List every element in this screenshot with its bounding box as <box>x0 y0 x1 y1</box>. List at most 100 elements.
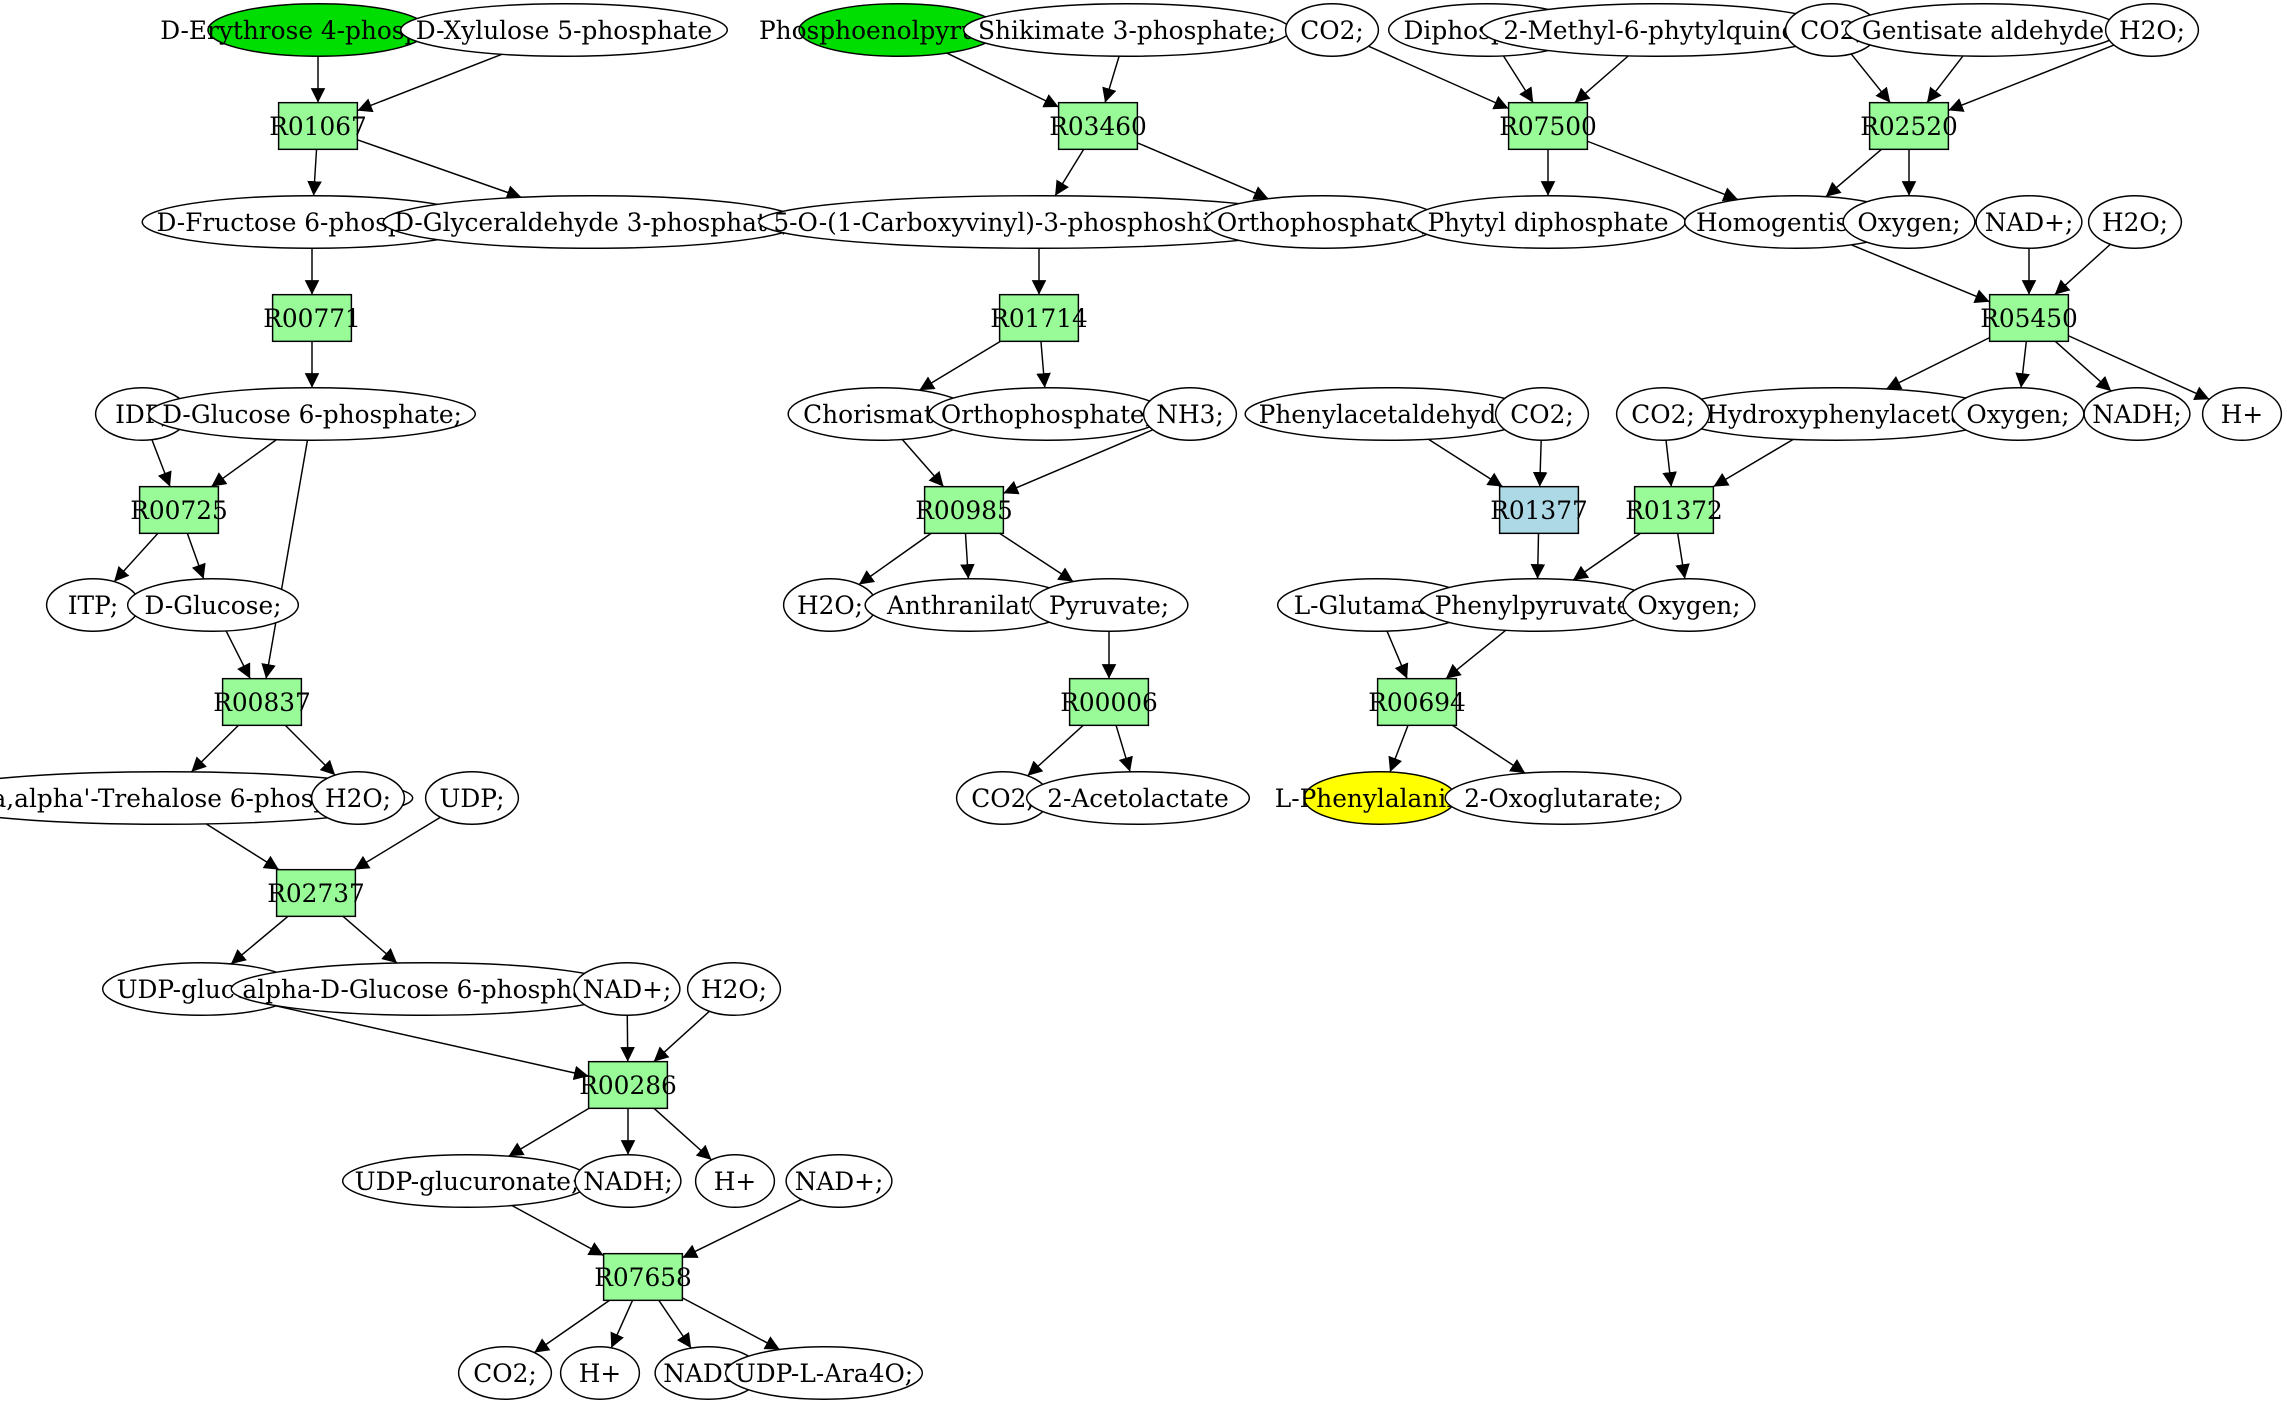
compound-label: Gentisate aldehyde <box>1862 16 2104 45</box>
compound-node-c-anth: Anthranilate; <box>864 578 1076 632</box>
compound-label: Oxygen; <box>1857 208 1960 237</box>
compound-node-c-o2-a: Oxygen; <box>1842 195 1976 249</box>
reaction-box <box>1633 485 1715 535</box>
reaction-label: R01377 <box>1490 496 1588 525</box>
edge-c-paald-to-r01377 <box>1428 438 1503 488</box>
compound-node-c-ppyr: Phenylpyruvate; <box>1418 578 1656 632</box>
edge-r01372-to-c-ppyr <box>1572 532 1641 581</box>
reaction-label: R00006 <box>1060 688 1158 717</box>
compound-label: H+ <box>714 1167 756 1196</box>
compound-ellipse <box>694 1154 776 1208</box>
edge-c-chor-to-r00985 <box>901 438 945 488</box>
compound-label: UDP-L-Ara4O; <box>735 1359 913 1388</box>
compound-node-c-co2-f: CO2; <box>1615 387 1711 441</box>
compound-label: CO2; <box>473 1359 536 1388</box>
edge-r07658-to-c-co2-a <box>533 1299 610 1354</box>
compound-node-c-x5p: D-Xylulose 5-phosphate <box>400 3 728 57</box>
compound-label: D-Glyceraldehyde 3-phosphate; <box>394 208 790 237</box>
compound-ellipse <box>1029 578 1189 632</box>
compound-label: CO2; <box>1510 400 1573 429</box>
edge-c-h2o-e-to-r05450 <box>2054 243 2111 296</box>
reaction-box <box>1988 293 2070 343</box>
reaction-node-r00837: R00837 <box>213 677 311 727</box>
compound-ellipse <box>310 771 406 825</box>
reaction-box <box>271 293 353 343</box>
compound-label: Phenylacetaldehyde; <box>1259 400 1520 429</box>
edge-r00837-to-c-h2o-a <box>284 724 336 776</box>
compound-node-c-udpara: UDP-L-Ara4O; <box>724 1346 924 1400</box>
compound-label: Pyruvate; <box>1049 591 1169 620</box>
reaction-label: R07658 <box>594 1263 692 1292</box>
edge-r01067-to-c-f6p <box>307 149 322 196</box>
edge-r00006-to-c-acl <box>1115 725 1133 773</box>
compound-ellipse <box>400 3 728 57</box>
compound-label: ITP; <box>68 591 118 620</box>
edge-r01067-to-c-g3p <box>357 139 522 200</box>
edge-r02737-to-c-ag6p <box>342 915 398 964</box>
compound-label: H2O; <box>2102 208 2168 237</box>
compound-node-c-ag6p: alpha-D-Glucose 6-phosphate <box>230 962 624 1016</box>
reaction-box <box>1498 485 1580 535</box>
compound-label: 2-Methyl-6-phytylquinol; <box>1503 16 1812 45</box>
reaction-box <box>138 485 220 535</box>
compound-ellipse <box>1494 387 1590 441</box>
reaction-box <box>1068 677 1150 727</box>
reaction-node-r00006: R00006 <box>1060 677 1158 727</box>
edge-c-udpglc-to-r00286 <box>276 1005 589 1081</box>
edge-r07658-to-c-nadh-b <box>658 1299 692 1349</box>
reaction-label: R07500 <box>1499 112 1597 141</box>
compound-node-c-pi-b: Orthophosphate; <box>928 387 1166 441</box>
edge-r00837-to-c-tre6p <box>190 724 239 773</box>
reaction-node-r00985: R00985 <box>915 485 1013 535</box>
compound-label: CO2; <box>1631 400 1694 429</box>
compound-node-c-udpgcu: UDP-glucuronate; <box>341 1154 593 1208</box>
reaction-node-r01372: R01372 <box>1625 485 1723 535</box>
edge-r00286-to-c-h-a <box>653 1107 712 1161</box>
compound-ellipse <box>126 578 300 632</box>
compound-node-c-itp: ITP; <box>45 578 141 632</box>
reaction-box <box>587 1060 669 1110</box>
compound-node-c-gald: Gentisate aldehyde <box>1844 3 2122 57</box>
compound-node-c-h-c: H+ <box>2201 387 2283 441</box>
edge-r00725-to-c-itp <box>113 532 159 583</box>
compound-ellipse <box>574 1154 682 1208</box>
compound-label: Phenylpyruvate; <box>1435 591 1640 620</box>
compound-label: NADH; <box>583 1167 672 1196</box>
edge-r00985-to-c-h2o-c <box>858 532 932 586</box>
edge-r05450-to-c-h-c <box>2068 335 2210 400</box>
reaction-box <box>1507 101 1589 151</box>
compound-node-c-g3p: D-Glyceraldehyde 3-phosphate; <box>382 195 802 249</box>
compound-node-c-nad-a: NAD+; <box>573 962 681 1016</box>
compound-label: H2O; <box>701 975 767 1004</box>
reaction-node-r01377: R01377 <box>1490 485 1588 535</box>
compound-label: NAD+; <box>583 975 672 1004</box>
compound-node-c-co2-e: CO2; <box>1494 387 1590 441</box>
edge-r00694-to-c-akg <box>1452 724 1526 774</box>
compound-node-c-h-a: H+ <box>694 1154 776 1208</box>
reaction-label: R03460 <box>1049 112 1147 141</box>
edge-c-s3p-to-r03460 <box>1102 56 1120 103</box>
compound-label: NADH; <box>2092 400 2181 429</box>
edge-c-udpgcu-to-r07658 <box>511 1204 604 1257</box>
edge-c-co2-e-to-r01377 <box>1532 440 1548 487</box>
edge-c-nad-b-to-r07658 <box>682 1198 802 1259</box>
edge-r05450-to-c-2hpa <box>1885 336 1990 390</box>
reaction-label: R02520 <box>1860 112 1958 141</box>
reaction-box <box>1057 101 1139 151</box>
reaction-box <box>221 677 303 727</box>
reaction-box <box>277 101 359 151</box>
compound-label: 2-Oxoglutarate; <box>1464 784 1662 813</box>
compound-label: H+ <box>2221 400 2263 429</box>
edge-c-hga-to-r05450 <box>1851 244 1990 303</box>
compound-label: H2O; <box>325 784 391 813</box>
reaction-label: R01714 <box>990 304 1088 333</box>
compound-node-c-g6p: D-Glucose 6-phosphate; <box>148 387 476 441</box>
compound-label: 2-Acetolactate <box>1047 784 1229 813</box>
edge-c-co2-c-to-r07500 <box>1368 45 1509 110</box>
compound-node-c-paald: Phenylacetaldehyde; <box>1244 387 1534 441</box>
compound-label: UDP; <box>440 784 505 813</box>
edge-c-co2-f-to-r01372 <box>1662 440 1677 487</box>
reaction-label: R01067 <box>269 112 367 141</box>
reaction-node-r00771: R00771 <box>263 293 361 343</box>
reaction-node-r07658: R07658 <box>594 1252 692 1302</box>
